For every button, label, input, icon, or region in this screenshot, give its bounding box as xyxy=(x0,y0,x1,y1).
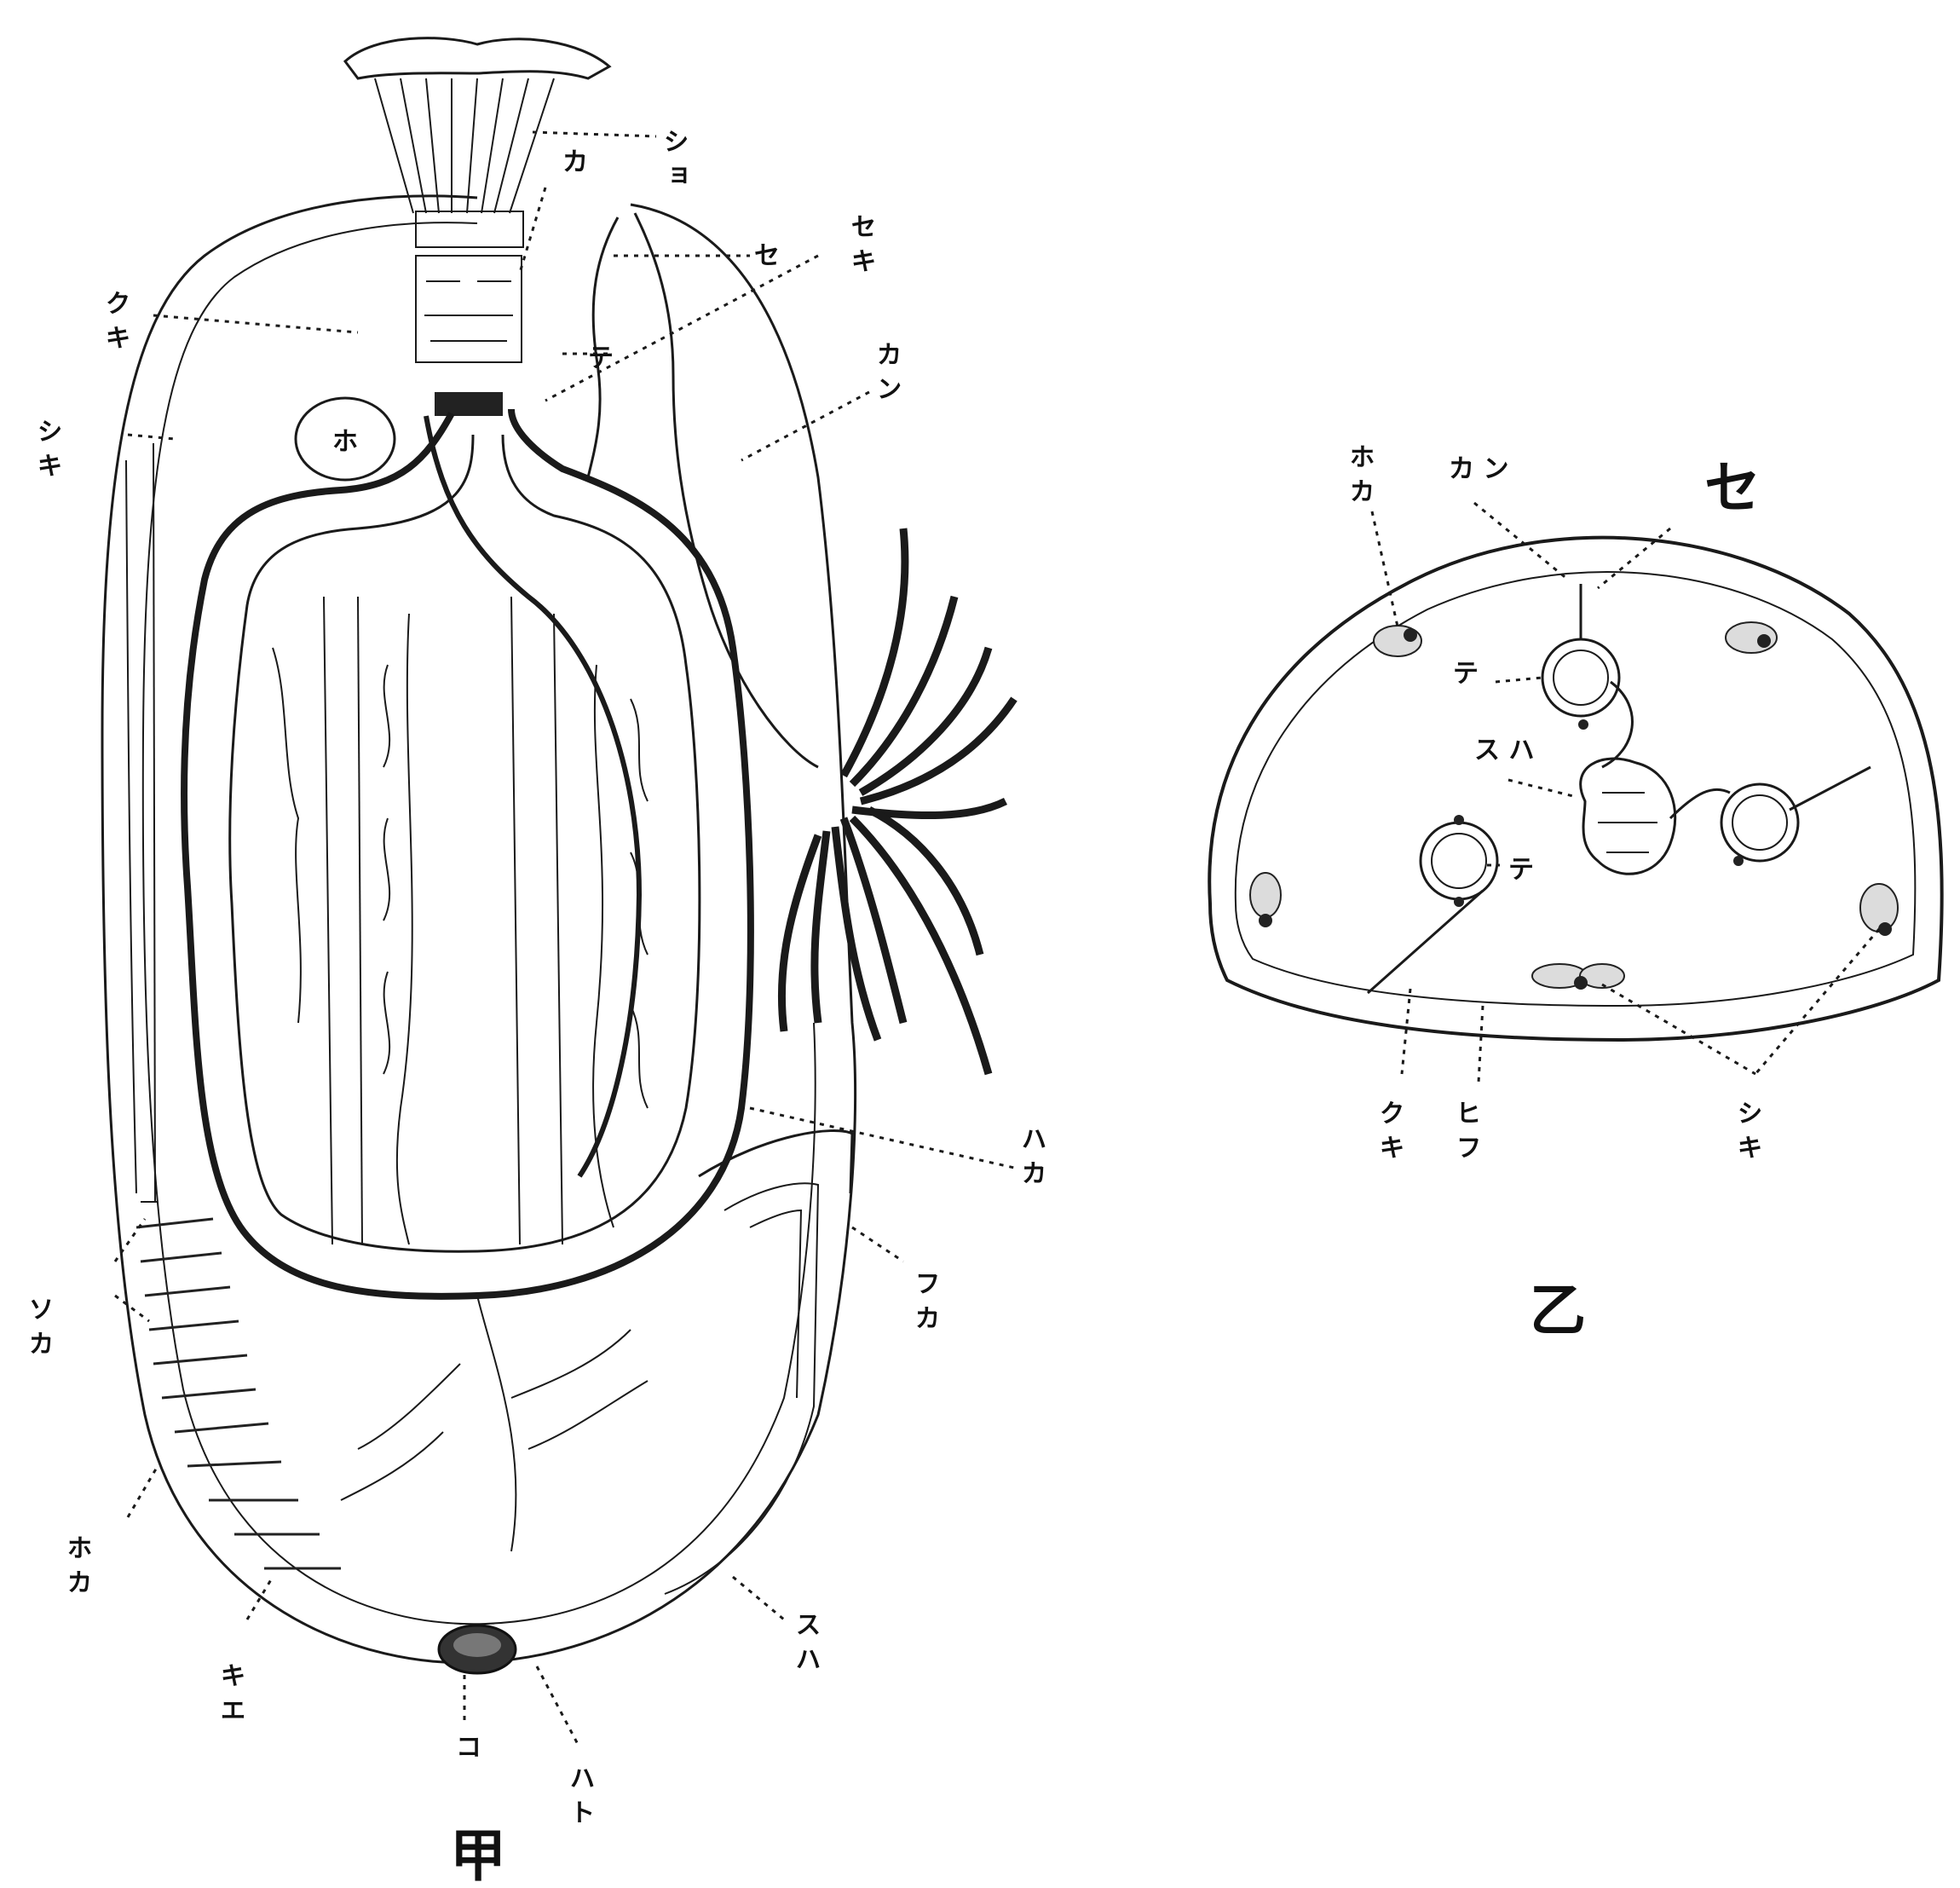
respiratory-tree xyxy=(273,597,648,1551)
label-ki-e: キ エ xyxy=(216,1662,245,1722)
label-seki: セ キ xyxy=(846,213,876,273)
label-r-te1: テ xyxy=(1453,659,1479,689)
caption-right: 乙 xyxy=(1530,1278,1586,1343)
mesentery-threads xyxy=(1368,584,1871,993)
intestine-section xyxy=(1581,759,1675,874)
figure-left: シ ョ カ セ セ キ ク キ テ カ ン シ キ ホ ハ カ フ カ ソ カ … xyxy=(24,38,1046,1888)
label-ko: コ xyxy=(456,1733,481,1763)
body-inner-wall xyxy=(143,222,816,1624)
label-shiki: シ キ xyxy=(32,418,62,477)
label-r-kan: カ ン xyxy=(1449,454,1508,484)
label-kan: カ ン xyxy=(872,341,902,401)
gonad-tuft xyxy=(781,528,1014,1074)
label-r-hoka: ホ カ xyxy=(1345,443,1375,503)
label-fuka: フ カ xyxy=(910,1270,940,1330)
label-r-shiki: シ キ xyxy=(1732,1100,1762,1159)
caption-left: 甲 xyxy=(450,1823,506,1888)
longitudinal-muscles xyxy=(1250,622,1898,989)
label-hoka: ホ カ xyxy=(62,1534,92,1594)
lower-body-wall-hatching xyxy=(136,1219,341,1568)
tentacle-crown xyxy=(345,38,609,416)
label-suha: ス ハ xyxy=(791,1611,821,1671)
label-r-se: セ xyxy=(1704,455,1761,521)
label-sho: シ ョ xyxy=(659,128,689,188)
label-te: テ xyxy=(588,344,614,373)
label-kuki: ク キ xyxy=(101,290,130,349)
label-hato: ハ ト xyxy=(565,1764,595,1824)
label-haka: ハ カ xyxy=(1017,1125,1046,1185)
labels-right: ホ カ カ ン セ テ ス ハ テ ク キ ヒ フ シ キ 乙 xyxy=(1345,443,1762,1343)
label-r-kuki: ク キ xyxy=(1375,1100,1404,1159)
figure-right: ホ カ カ ン セ テ ス ハ テ ク キ ヒ フ シ キ 乙 xyxy=(1209,443,1941,1343)
label-r-te2: テ xyxy=(1508,855,1534,885)
labels-left: シ ョ カ セ セ キ ク キ テ カ ン シ キ ホ ハ カ フ カ ソ カ … xyxy=(24,128,1046,1888)
label-ka-top: カ xyxy=(562,147,588,177)
label-ho: ホ xyxy=(332,427,358,457)
cross-section-inner xyxy=(1236,572,1916,1006)
label-r-suha: ス ハ xyxy=(1474,736,1534,765)
label-r-hifu: ヒ フ xyxy=(1451,1100,1481,1159)
label-se: セ xyxy=(754,241,780,271)
label-soka: ソ カ xyxy=(24,1296,54,1355)
